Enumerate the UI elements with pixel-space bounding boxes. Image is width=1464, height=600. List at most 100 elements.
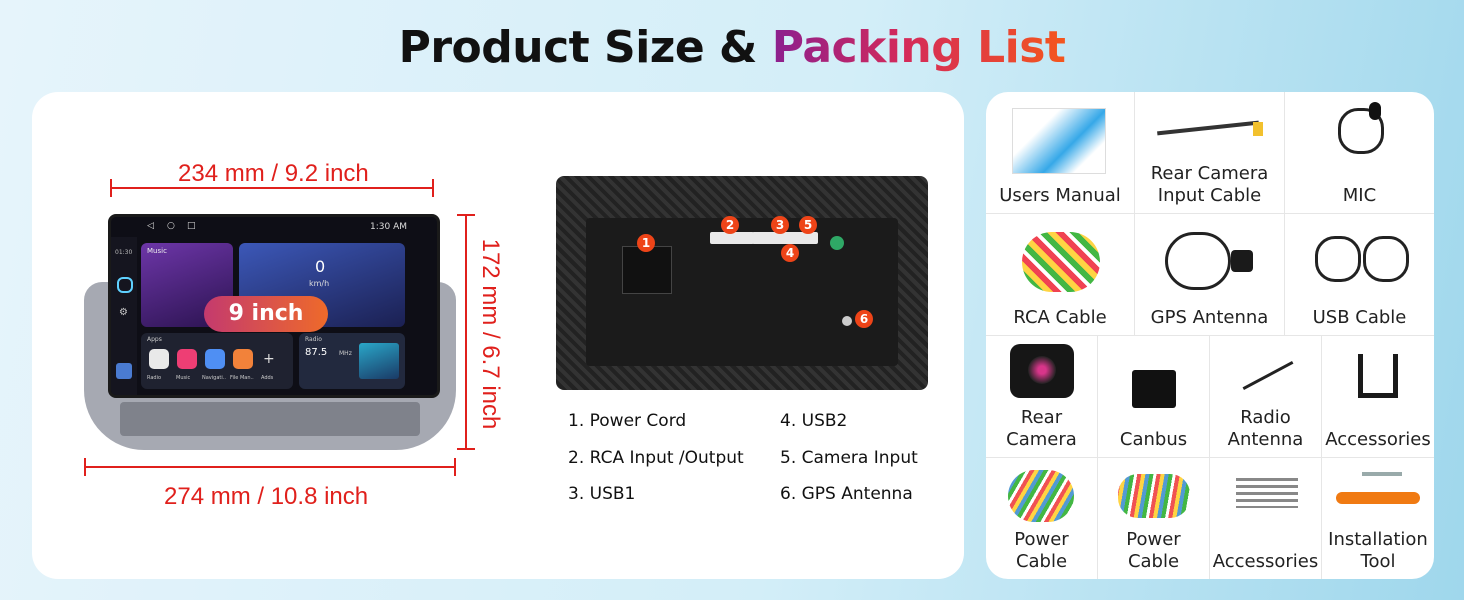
packing-item-accessories-1: Accessories — [1322, 336, 1434, 458]
dash-vent-slot — [120, 402, 420, 436]
height-cap-top — [457, 214, 475, 216]
radio-antenna-image — [1242, 361, 1294, 390]
packing-label-installation-tool: Installation Tool — [1328, 529, 1428, 572]
usb-cable-image-2 — [1363, 236, 1409, 282]
apps-card: Apps + Radio Music Navigati.. File Man..… — [141, 333, 293, 389]
mic-head-image — [1369, 102, 1381, 120]
packing-label-canbus: Canbus — [1119, 429, 1188, 450]
packing-label-rear-camera: Rear Camera — [1006, 407, 1077, 450]
packing-item-radio-antenna: Radio Antenna — [1210, 336, 1322, 458]
packing-item-rca-cable: RCA Cable — [986, 214, 1135, 336]
title-part-1: Product Size & — [398, 22, 772, 73]
recent-icon: □ — [187, 221, 196, 231]
port-legend-3: 3. USB1 — [568, 484, 636, 504]
packing-item-rear-camera: Rear Camera — [986, 336, 1098, 458]
app-music-icon — [177, 349, 197, 369]
camera-cable-plug — [1253, 122, 1263, 136]
screen-status-bar: ◁ ○ □ 1:30 AM — [111, 217, 437, 237]
sidebar-nav-icon — [116, 363, 132, 379]
packing-item-power-cable-2: Power Cable — [1098, 458, 1210, 579]
packing-label-gps-antenna: GPS Antenna — [1150, 307, 1269, 328]
speed-value: 0 — [315, 257, 326, 276]
gps-puck-image — [1231, 250, 1253, 272]
packing-item-installation-tool: Installation Tool — [1322, 458, 1434, 579]
port-legend-1: 1. Power Cord — [568, 411, 687, 431]
packing-item-accessories-2: Accessories — [1210, 458, 1322, 579]
packing-label-accessories-2: Accessories — [1212, 551, 1319, 572]
packing-label-accessories-1: Accessories — [1325, 429, 1431, 450]
app-label-navigation: Navigati.. — [202, 375, 226, 381]
back-icon: ◁ — [147, 221, 154, 231]
sidebar-time: 01:30 — [115, 249, 133, 256]
gps-cable-image — [1165, 232, 1231, 290]
screen-width-label: 234 mm / 9.2 inch — [178, 160, 369, 187]
port-badge-3: 3 — [771, 216, 789, 234]
radio-card-label: Radio — [305, 336, 322, 343]
port-badge-6: 6 — [855, 310, 873, 328]
packing-label-power-cable-2: Power Cable — [1126, 529, 1181, 572]
screen-time: 1:30 AM — [370, 222, 407, 232]
packing-item-usb-cable: USB Cable — [1285, 214, 1434, 336]
apps-label: Apps — [147, 336, 162, 343]
radio-unit: MHz — [339, 350, 352, 357]
sidebar-gear-icon: ⚙ — [119, 307, 128, 318]
overall-width-cap-right — [454, 458, 456, 476]
stereo-screen: ◁ ○ □ 1:30 AM 01:30 ⚙ Music 0 km/h Apps … — [108, 214, 440, 398]
speed-unit: km/h — [309, 279, 330, 288]
packing-label-rca-cable: RCA Cable — [1013, 307, 1107, 328]
gps-socket — [830, 236, 844, 250]
radio-frequency: 87.5 — [305, 347, 328, 358]
usb-cable-image-1 — [1315, 236, 1361, 282]
packing-item-gps-antenna: GPS Antenna — [1135, 214, 1285, 336]
packing-item-power-cable-1: Power Cable — [986, 458, 1098, 579]
packing-label-users-manual: Users Manual — [999, 185, 1121, 206]
app-file-manager-icon — [233, 349, 253, 369]
screws-image — [1236, 478, 1298, 508]
screen-width-cap-left — [110, 179, 112, 197]
port-legend-6: 6. GPS Antenna — [780, 484, 913, 504]
radio-artwork — [359, 343, 399, 379]
screen-width-cap-right — [432, 179, 434, 197]
overall-width-line — [84, 466, 456, 468]
port-badge-1: 1 — [637, 234, 655, 252]
packing-list-panel: Users Manual Rear Camera Input Cable MIC… — [986, 92, 1434, 579]
packing-item-rear-camera-input-cable: Rear Camera Input Cable — [1135, 92, 1285, 214]
camera-cable-image — [1157, 120, 1259, 136]
sidebar-ring-icon — [117, 277, 133, 293]
port-badge-4: 4 — [781, 244, 799, 262]
packing-item-users-manual: Users Manual — [986, 92, 1135, 214]
usb-camera-connector — [752, 232, 818, 244]
power-cable-image-1 — [1008, 470, 1074, 522]
page-title: Product Size & Packing List — [0, 22, 1464, 73]
packing-label-radio-antenna: Radio Antenna — [1227, 407, 1304, 450]
app-label-music: Music — [176, 375, 191, 381]
port-badge-2: 2 — [721, 216, 739, 234]
app-radio-icon — [149, 349, 169, 369]
title-part-2: Packing List — [771, 22, 1066, 73]
mic-cable-image — [1338, 108, 1384, 154]
packing-label-mic: MIC — [1342, 185, 1377, 206]
app-label-file-manager: File Man.. — [230, 375, 254, 381]
port-badge-5: 5 — [799, 216, 817, 234]
power-connector — [622, 246, 672, 294]
rear-camera-lens — [1028, 356, 1056, 384]
port-legend-2: 2. RCA Input /Output — [568, 448, 744, 468]
bracket-image — [1358, 354, 1398, 398]
app-label-adds: Adds — [261, 375, 274, 381]
packing-item-canbus: Canbus — [1098, 336, 1210, 458]
height-cap-bottom — [457, 448, 475, 450]
app-label-radio: Radio — [147, 375, 162, 381]
overall-width-cap-left — [84, 458, 86, 476]
port-legend-4: 4. USB2 — [780, 411, 848, 431]
packing-item-mic: MIC — [1285, 92, 1434, 214]
height-label: 172 mm / 6.7 inch — [477, 238, 504, 430]
screen-sidebar: 01:30 ⚙ — [111, 237, 137, 395]
screen-width-line — [110, 187, 434, 189]
manual-image — [1012, 108, 1106, 174]
app-navigation-icon — [205, 349, 225, 369]
height-line — [465, 214, 467, 450]
music-card-label: Music — [147, 247, 167, 255]
packing-label-power-cable-1: Power Cable — [1014, 529, 1069, 572]
packing-label-usb-cable: USB Cable — [1312, 307, 1407, 328]
antenna-socket — [842, 316, 852, 326]
